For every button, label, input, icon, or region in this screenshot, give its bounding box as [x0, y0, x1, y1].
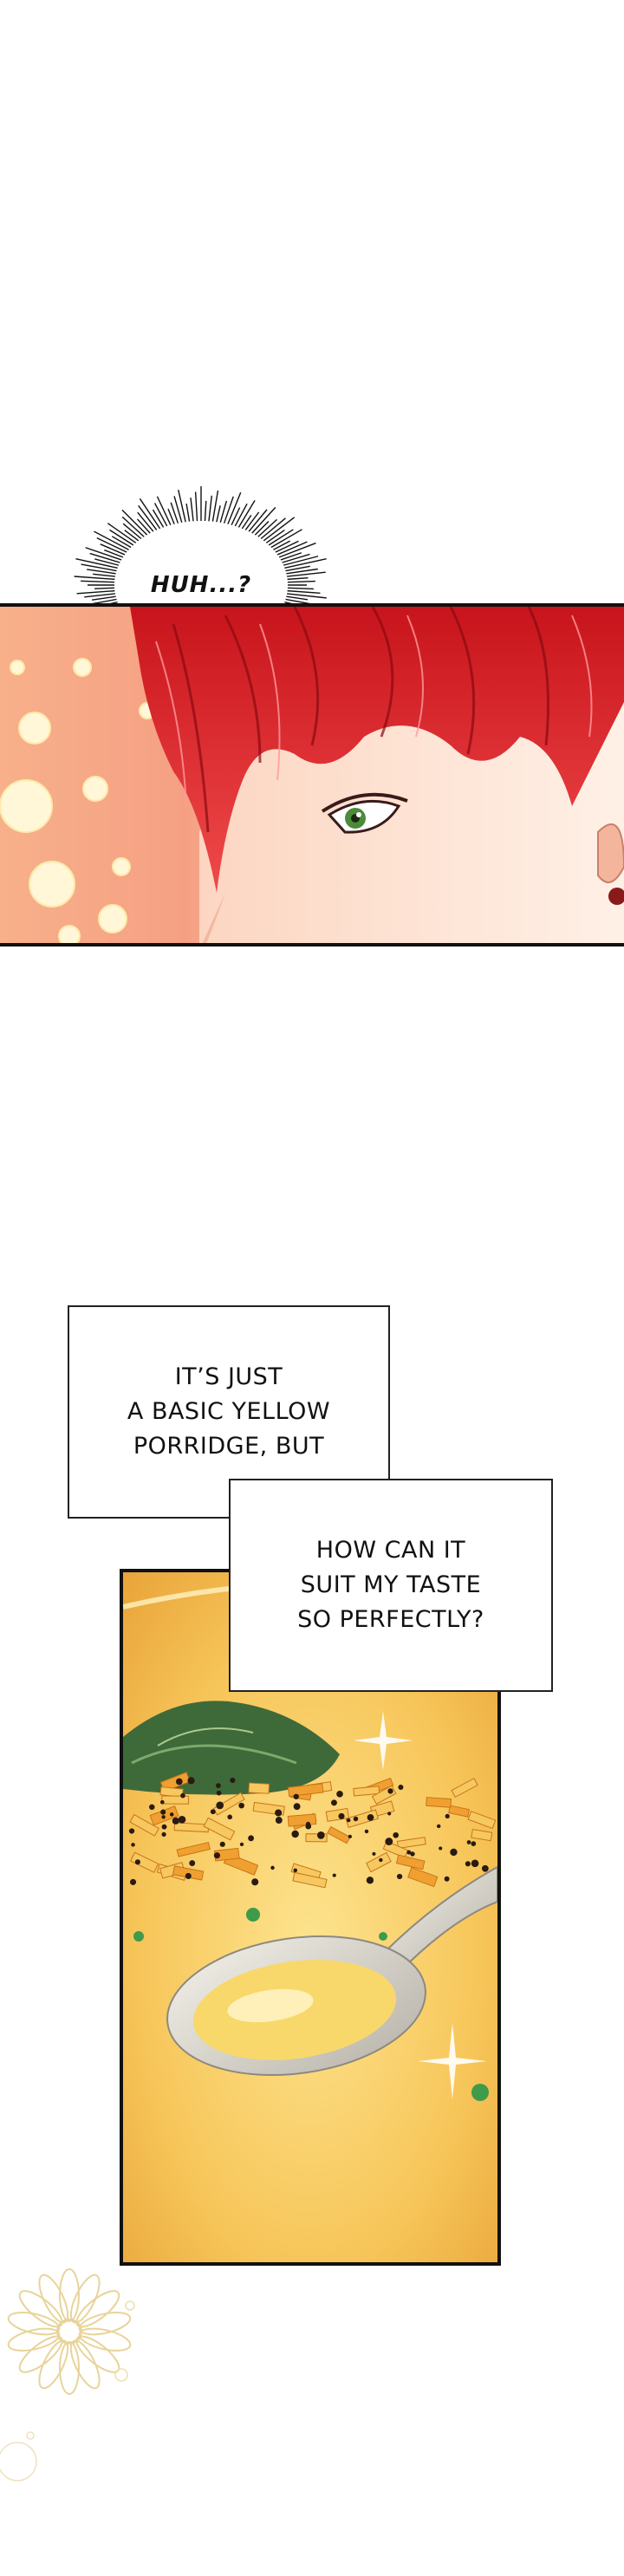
face-illustration [0, 607, 624, 943]
narration-line: SUIT MY TASTE [300, 1571, 482, 1598]
narration-line: HOW CAN IT [315, 1537, 466, 1564]
narration-box-2: HOW CAN IT SUIT MY TASTE SO PERFECTLY? [229, 1479, 553, 1692]
toppings [128, 1772, 497, 1889]
spoon-icon [166, 1865, 497, 2077]
narration-line: PORRIDGE, BUT [133, 1433, 325, 1460]
bokeh-lights [0, 658, 156, 943]
speech-bubble-text: HUH...? [150, 572, 252, 598]
narration-line: SO PERFECTLY? [297, 1606, 484, 1633]
narration-line: A BASIC YELLOW [127, 1398, 331, 1425]
eye-icon [321, 792, 408, 834]
narration-line: IT’S JUST [174, 1363, 283, 1390]
flower-decoration-icon [0, 2268, 135, 2482]
spinach-icon [123, 1701, 340, 1795]
face-closeup-panel [0, 603, 624, 946]
